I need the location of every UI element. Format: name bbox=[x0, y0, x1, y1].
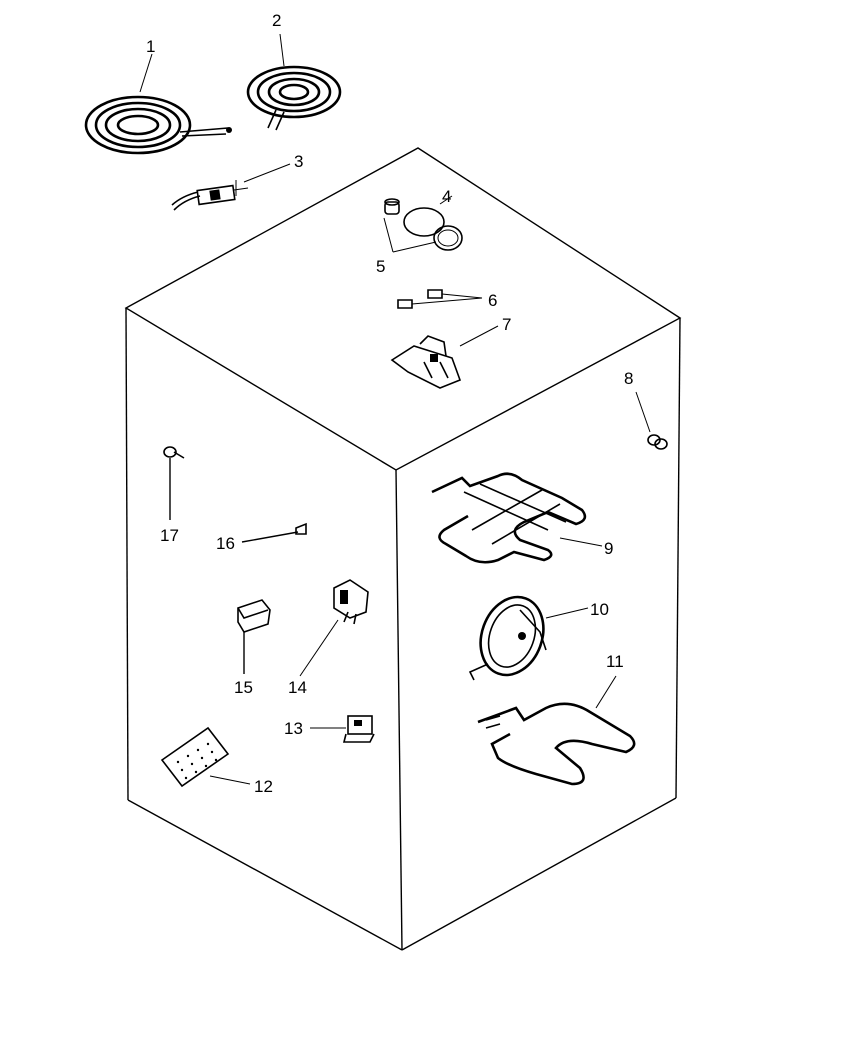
part-14-switch bbox=[299, 579, 369, 677]
callout-7: 7 bbox=[502, 315, 511, 334]
callout-14: 14 bbox=[288, 678, 307, 697]
callout-8: 8 bbox=[624, 369, 633, 388]
part-9-bake-element bbox=[431, 472, 603, 564]
part-7-door-lock-assembly bbox=[390, 325, 499, 389]
callout-17: 17 bbox=[160, 526, 179, 545]
part-13-relay bbox=[310, 715, 375, 743]
callout-11: 11 bbox=[606, 652, 624, 671]
part-17-fastener bbox=[163, 446, 185, 520]
callout-10: 10 bbox=[590, 600, 609, 619]
cabinet-outline bbox=[124, 147, 682, 951]
callout-2: 2 bbox=[272, 11, 281, 30]
callout-9: 9 bbox=[604, 539, 613, 558]
callout-13: 13 bbox=[284, 719, 303, 738]
callout-15: 15 bbox=[234, 678, 253, 697]
part-3-terminal bbox=[171, 163, 291, 211]
part-5-light-socket bbox=[383, 198, 437, 253]
part-6-clips bbox=[397, 289, 483, 309]
callout-4: 4 bbox=[442, 187, 451, 206]
part-8-grommet bbox=[635, 391, 668, 450]
callout-labels: 1 2 3 4 5 6 7 8 9 10 11 12 13 14 15 16 1… bbox=[146, 11, 633, 796]
callout-16: 16 bbox=[216, 534, 235, 553]
part-2-surface-element-small bbox=[246, 33, 342, 131]
part-4-oven-light-bulb bbox=[403, 195, 463, 251]
part-15-terminal-block bbox=[237, 599, 271, 674]
callout-6: 6 bbox=[488, 291, 497, 310]
part-1-surface-element-large bbox=[84, 53, 232, 155]
callout-5: 5 bbox=[376, 257, 385, 276]
part-10-convection-element bbox=[468, 595, 589, 681]
callout-12: 12 bbox=[254, 777, 273, 796]
callout-3: 3 bbox=[294, 152, 303, 171]
callout-1: 1 bbox=[146, 37, 155, 56]
part-12-touchpad bbox=[160, 726, 251, 788]
part-16-sensor-pin bbox=[241, 522, 307, 543]
part-11-broil-element bbox=[477, 675, 636, 786]
